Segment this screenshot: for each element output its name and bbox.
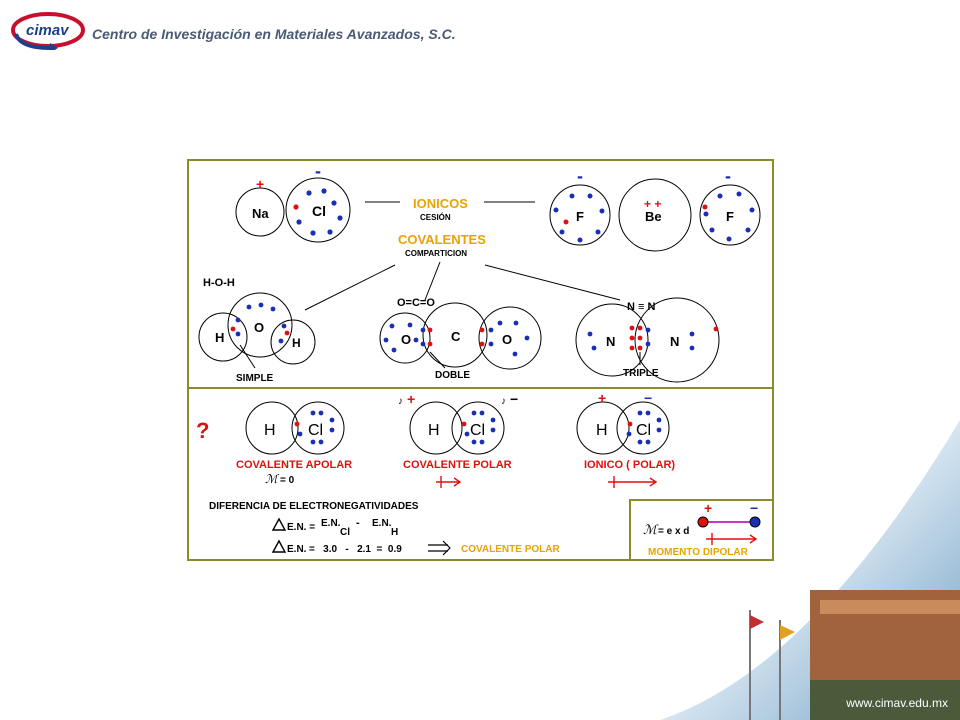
- apolar-cl: Cl: [308, 422, 323, 439]
- header: cimav Centro de Investigación en Materia…: [0, 0, 960, 70]
- covalentes-label: COVALENTES: [398, 232, 486, 247]
- polar-dipole-arrow: [436, 476, 462, 488]
- water-o: O: [254, 320, 264, 335]
- ionico-plus: +: [598, 390, 606, 406]
- hcl-polar-example: H Cl ♪ + ♪ − COVALENTE POLAR: [398, 391, 518, 488]
- bef2-ionic-example: F Be F + + - -: [549, 166, 761, 252]
- co2-double-bond-example: O=C=O O C O DOBLE: [379, 297, 542, 381]
- eq2-rhs: = 3.0 - 2.1 = 0.9: [309, 544, 402, 555]
- polar-cl: Cl: [470, 422, 485, 439]
- f1-label: F: [576, 209, 584, 224]
- cl-charge: -: [315, 161, 321, 181]
- cl-label: Cl: [312, 203, 326, 219]
- diagram-frame: [187, 159, 774, 561]
- cesion-label: CESIÓN: [420, 213, 451, 222]
- comparticion-label: COMPARTICION: [405, 249, 467, 258]
- delta-minus-symbol: ♪: [501, 396, 506, 407]
- implies-arrow: [428, 540, 451, 556]
- f1-charge: -: [577, 166, 583, 186]
- hcl-ionic-example: H Cl + − IONICO ( POLAR): [576, 390, 675, 488]
- apolar-h: H: [264, 422, 276, 439]
- mu-symbol-apolar: ℳ: [265, 472, 280, 486]
- background-campus-photo: [660, 420, 960, 720]
- eq1-minus: -: [356, 517, 360, 529]
- water-h1: H: [215, 330, 224, 345]
- diff-title: DIFERENCIA DE ELECTRONEGATIVIDADES: [209, 501, 419, 512]
- dipole-box: [629, 499, 774, 561]
- dipole-plus: +: [704, 500, 712, 516]
- en-equation-1: E.N. = E.N. Cl - E.N. H: [271, 517, 398, 538]
- en-equation-2: E.N. = 3.0 - 2.1 = 0.9 COVALENTE POLAR: [271, 539, 560, 556]
- na-charge: +: [256, 176, 264, 192]
- f2-charge: -: [725, 166, 731, 186]
- co2-o2: O: [502, 332, 512, 347]
- dipole-arrow: [706, 533, 758, 545]
- apolar-mu: = 0: [280, 475, 295, 486]
- eq2-result: COVALENTE POLAR: [461, 544, 560, 555]
- dipole-label: MOMENTO DIPOLAR: [648, 547, 749, 558]
- mu-symbol-dipole: ℳ: [643, 522, 659, 537]
- triple-label: TRIPLE: [623, 368, 659, 379]
- co2-formula: O=C=O: [397, 297, 435, 309]
- eq1-sub-cl: Cl: [340, 527, 350, 538]
- hcl-apolar-example: H Cl COVALENTE APOLAR ℳ = 0: [236, 401, 352, 486]
- ionico-minus: −: [644, 390, 652, 406]
- co2-o1: O: [401, 332, 411, 347]
- eq1-en-h: E.N.: [372, 518, 392, 529]
- eq1-sub-h: H: [391, 527, 398, 538]
- ionic-dipole-arrow: [608, 476, 658, 488]
- eq2-lhs: E.N.: [287, 544, 307, 555]
- ionicos-label: IONICOS: [413, 196, 468, 211]
- nacl-ionic-example: Na Cl + -: [235, 161, 351, 243]
- polar-label: COVALENTE POLAR: [403, 459, 512, 471]
- n2-triple-bond-example: N ≡ N N N TRIPLE: [575, 297, 720, 383]
- apolar-label: COVALENTE APOLAR: [236, 459, 352, 471]
- n2-n1: N: [606, 334, 615, 349]
- f2-label: F: [726, 209, 734, 224]
- polar-dminus: −: [510, 391, 518, 407]
- polar-dplus: +: [407, 391, 415, 407]
- dipole-formula: = e x d: [658, 526, 689, 537]
- logo-text: cimav: [26, 22, 70, 39]
- doble-label: DOBLE: [435, 370, 470, 381]
- n2-n2: N: [670, 334, 679, 349]
- ionico-label: IONICO ( POLAR): [584, 459, 675, 471]
- org-title: Centro de Investigación en Materiales Av…: [92, 26, 456, 42]
- be-charge: + +: [644, 197, 661, 211]
- na-label: Na: [252, 206, 269, 221]
- polar-h: H: [428, 422, 440, 439]
- water-h2: H: [292, 336, 301, 350]
- cimav-logo: cimav: [11, 12, 85, 50]
- ionico-h: H: [596, 422, 608, 439]
- footer-url: www.cimav.edu.mx: [846, 696, 948, 710]
- simple-label: SIMPLE: [236, 373, 274, 384]
- eq1-lhs: E.N. =: [287, 522, 315, 533]
- ionico-cl: Cl: [636, 422, 651, 439]
- delta-plus-symbol: ♪: [398, 396, 403, 407]
- water-formula: H-O-H: [203, 277, 235, 289]
- question-mark: ?: [196, 418, 209, 443]
- dipole-moment-illustration: + − ℳ = e x d MOMENTO DIPOLAR: [643, 500, 761, 558]
- eq1-en-cl: E.N.: [321, 518, 341, 529]
- dipole-minus: −: [750, 500, 758, 516]
- water-simple-bond-example: H-O-H H O H SIMPLE: [198, 277, 316, 384]
- n2-formula: N ≡ N: [627, 301, 655, 313]
- co2-c: C: [451, 329, 461, 344]
- be-label: Be: [645, 209, 662, 224]
